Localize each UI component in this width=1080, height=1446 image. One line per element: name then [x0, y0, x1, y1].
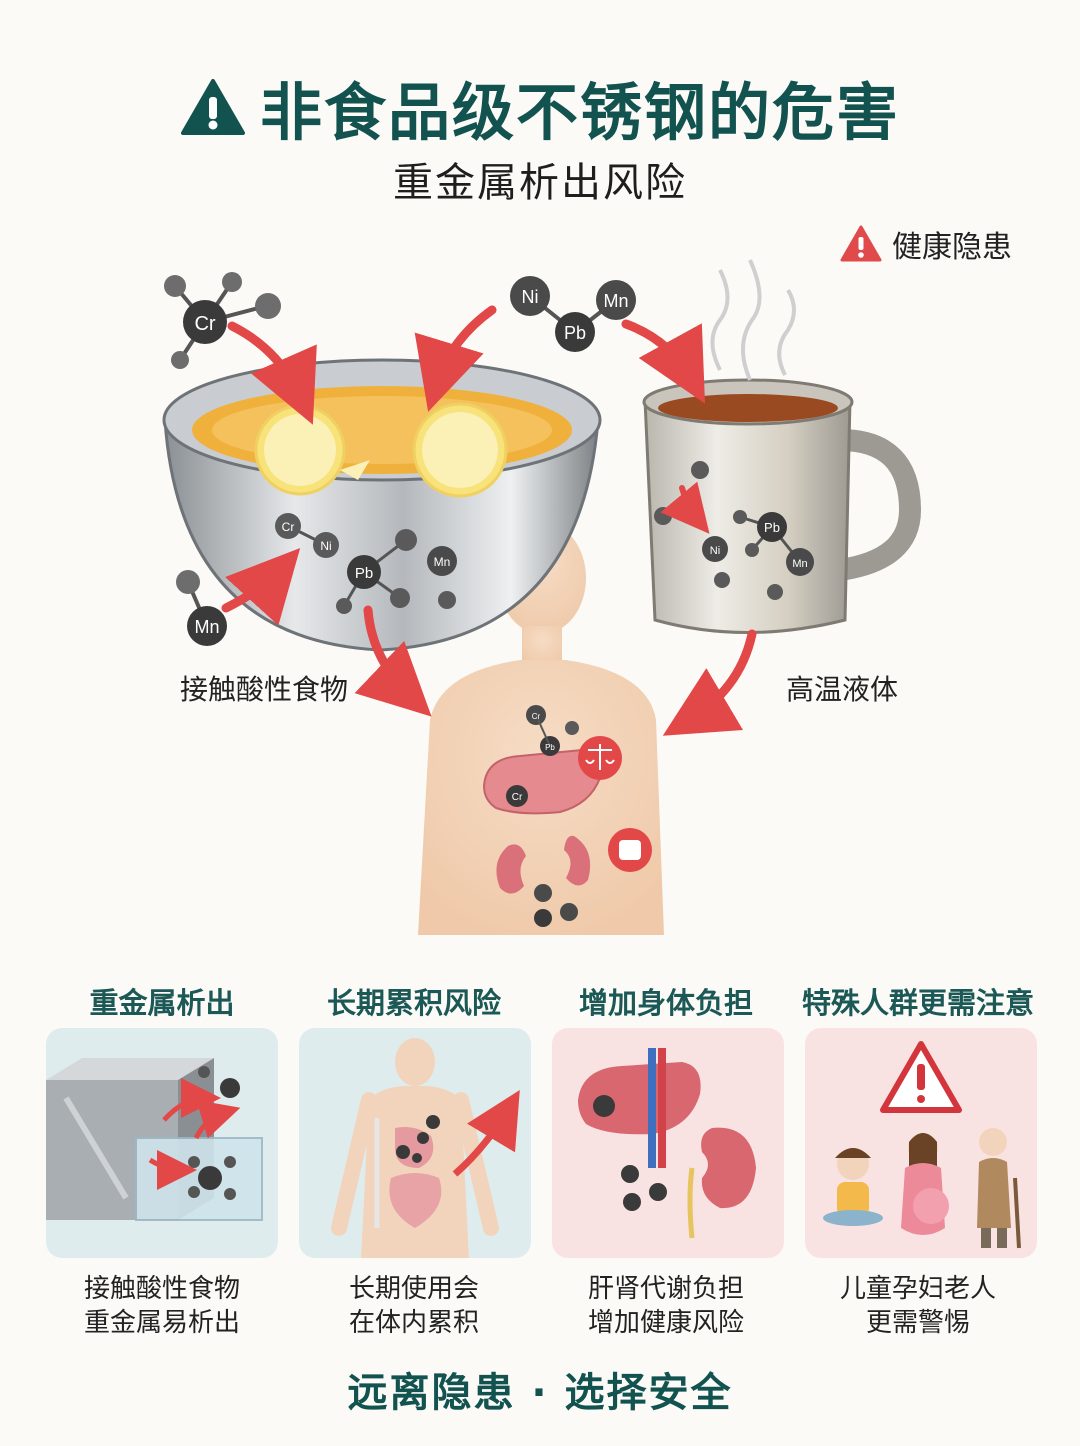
- body-molecules: Cr Pb: [526, 705, 579, 927]
- liver-illustration: Cr: [482, 748, 602, 815]
- mn-label: Mn: [603, 291, 628, 311]
- mn-molecule-left: Mn: [176, 570, 227, 646]
- svg-text:Pb: Pb: [764, 520, 780, 535]
- card-2-desc: 长期使用会 在体内累积: [348, 1274, 479, 1338]
- ni-label: Ni: [522, 287, 539, 307]
- main-illustration: Cr Ni Pb Mn Mn Cr Ni Pb Mn: [162, 259, 922, 935]
- mn-left-label: Mn: [194, 617, 219, 637]
- family-warning-icon: [823, 1041, 1021, 1249]
- svg-text:Ni: Ni: [710, 545, 720, 557]
- card-1-desc: 接触酸性食物 重金属易析出: [83, 1274, 240, 1338]
- svg-text:Ni: Ni: [320, 539, 331, 553]
- svg-text:Cr: Cr: [532, 712, 541, 721]
- svg-text:Pb: Pb: [545, 743, 555, 752]
- footer-slogan: 远离隐患 · 选择安全: [347, 1370, 733, 1416]
- cr-molecule: Cr: [164, 272, 281, 369]
- kidneys-illustration: [496, 835, 591, 894]
- page-title: 非食品级不锈钢的危害: [259, 76, 900, 149]
- ni-pb-mn-molecule: Ni Pb Mn: [510, 276, 636, 352]
- liver-kidney-icon: [578, 1048, 756, 1239]
- card-3-title: 增加身体负担: [578, 986, 753, 1020]
- red-warning-icon: [840, 225, 882, 262]
- bowl-molecules: Cr Ni Pb Mn: [275, 513, 457, 614]
- pb-label: Pb: [564, 323, 586, 343]
- hot-liquid-label: 高温液体: [786, 673, 899, 706]
- steel-mug-illustration: [642, 259, 922, 634]
- health-hazard-tag: 健康隐患: [840, 222, 1012, 266]
- metal-block-leaching-icon: [46, 1058, 263, 1221]
- card-body-burden: [552, 1028, 784, 1258]
- acid-food-label: 接触酸性食物: [180, 673, 349, 706]
- scale-badge-icon: [578, 736, 622, 780]
- page-subtitle: 重金属析出风险: [393, 160, 687, 206]
- weight-scale-badge-icon: [608, 828, 652, 872]
- card-3-desc: 肝肾代谢负担 增加健康风险: [587, 1274, 744, 1338]
- card-metal-leaching: [46, 1028, 278, 1258]
- card-1-title: 重金属析出: [89, 986, 235, 1020]
- svg-text:Cr: Cr: [512, 792, 523, 803]
- card-long-term-accumulation: [299, 1028, 531, 1258]
- health-hazard-label: 健康隐患: [892, 230, 1012, 265]
- card-special-groups: [805, 1028, 1037, 1258]
- warning-triangle-icon: [180, 79, 245, 135]
- cr-label: Cr: [194, 313, 215, 335]
- title-row: 非食品级不锈钢的危害: [0, 62, 1080, 152]
- card-2-title: 长期累积风险: [326, 986, 501, 1020]
- svg-text:Mn: Mn: [434, 555, 451, 569]
- red-arrows: [221, 305, 757, 736]
- svg-text:Cr: Cr: [282, 520, 295, 534]
- card-4-desc: 儿童孕妇老人 更需警惕: [839, 1274, 996, 1338]
- svg-text:Pb: Pb: [355, 565, 373, 582]
- card-4-title: 特殊人群更需注意: [801, 986, 1034, 1020]
- svg-text:Mn: Mn: [792, 558, 807, 570]
- body-accumulation-icon: [331, 1038, 520, 1258]
